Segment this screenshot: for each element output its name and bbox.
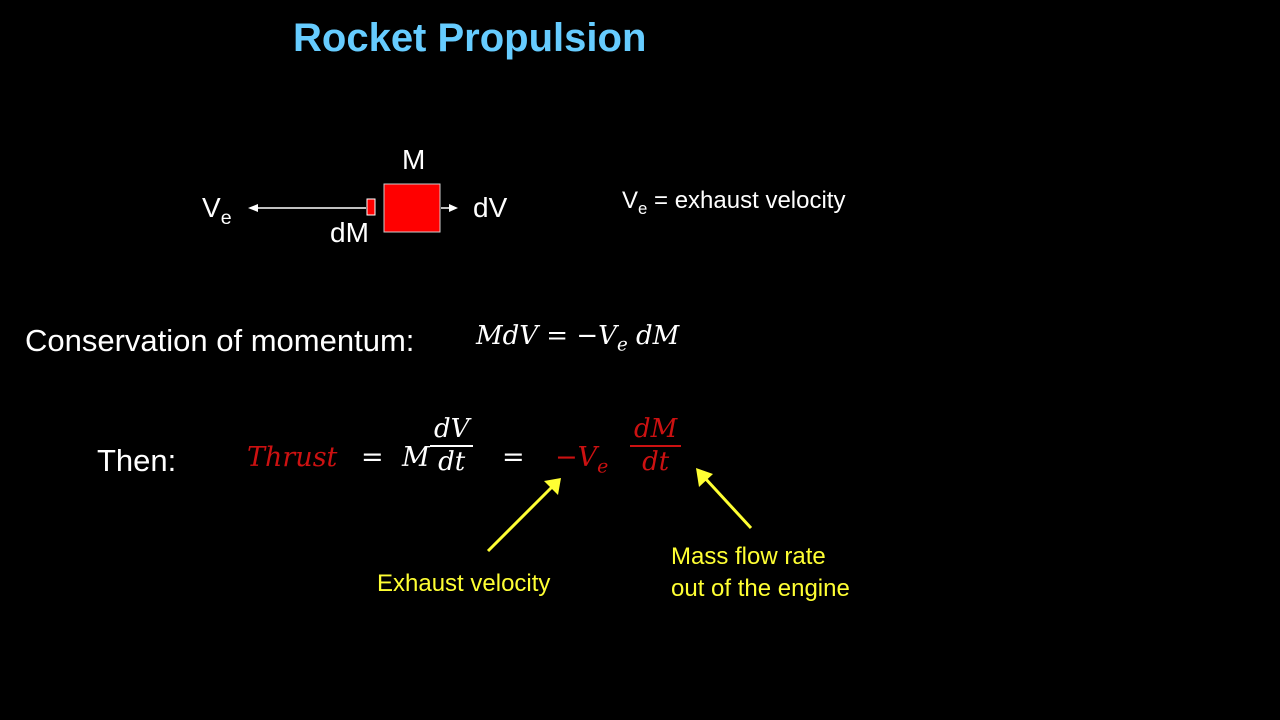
page-title: Rocket Propulsion: [293, 16, 647, 60]
then-label: Then:: [97, 443, 177, 478]
mass-flow-annotation: Mass flow rate out of the engine: [671, 541, 850, 605]
mass-flow-pointer-head: [696, 468, 713, 487]
negative-exhaust-velocity: −Ve: [555, 442, 609, 478]
equals-sign-2: =: [502, 442, 525, 473]
dv-dt-fraction: dV dt: [430, 414, 474, 478]
thrust-word: Thrust: [247, 442, 338, 473]
mass-symbol: M: [402, 442, 430, 473]
fraction-bar-1: [430, 445, 474, 448]
dm-dt-fraction: dM dt: [630, 414, 682, 478]
mass-flow-pointer-line: [702, 475, 753, 530]
momentum-equation: MdV = −Ve dM: [476, 321, 680, 356]
exhaust-velocity-annotation: Exhaust velocity: [377, 570, 551, 597]
exhaust-arrow-head: [248, 204, 258, 212]
exhaust-velocity-label: Ve: [202, 192, 232, 229]
mass-block: [383, 183, 441, 233]
exhaust-velocity-pointer-head: [544, 478, 561, 495]
dm-numerator: dM: [634, 414, 678, 444]
equals-sign-1: =: [361, 442, 384, 473]
mass-flow-line-2: out of the engine: [671, 575, 850, 602]
exhaust-velocity-pointer-line: [486, 484, 555, 553]
momentum-label: Conservation of momentum:: [25, 323, 415, 358]
fraction-bar-2: [630, 445, 682, 448]
mass-label: M: [402, 144, 426, 175]
mass-flow-line-1: Mass flow rate: [671, 543, 826, 570]
dt-denominator-1: dt: [438, 447, 466, 478]
dm-block: [366, 198, 376, 216]
dm-label: dM: [330, 217, 369, 248]
dv-arrow-head: [449, 204, 458, 212]
dt-denominator-2: dt: [642, 447, 670, 478]
exhaust-velocity-definition: Ve = exhaust velocity: [622, 187, 846, 218]
dv-label: dV: [473, 192, 508, 223]
dv-numerator: dV: [434, 414, 470, 444]
